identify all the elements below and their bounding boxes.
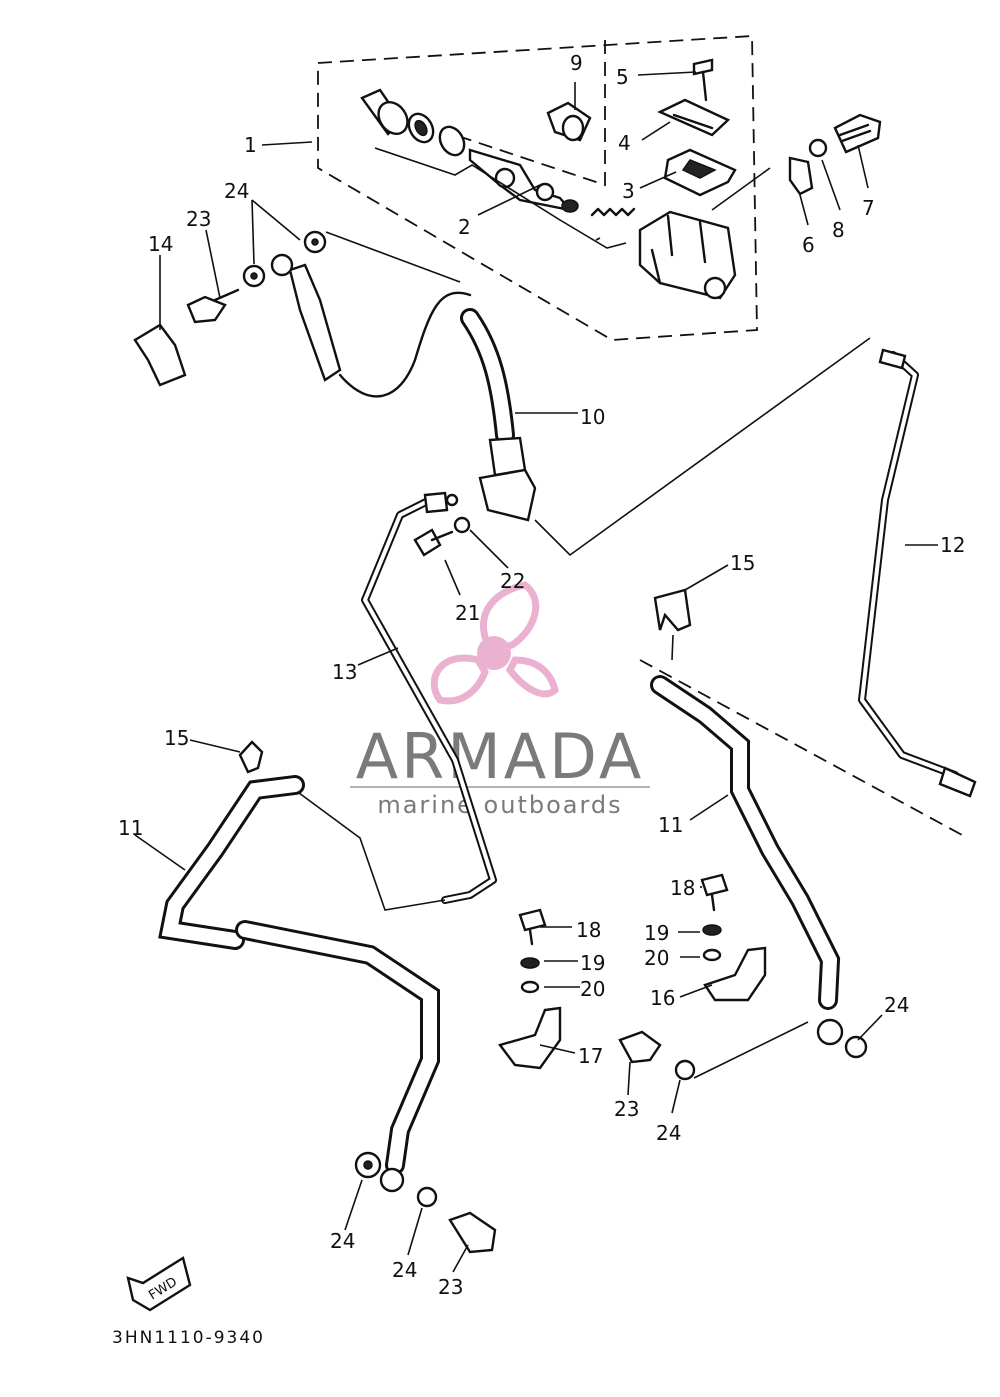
callout-8: 8 (832, 218, 845, 242)
callout-18-right: 18 (670, 876, 695, 900)
callout-5: 5 (616, 65, 629, 89)
callout-17: 17 (578, 1044, 603, 1068)
drawing-code: 3HN1110-9340 (112, 1328, 265, 1348)
callout-13: 13 (332, 660, 357, 684)
callout-11-right: 11 (658, 813, 683, 837)
brake-pipe-13 (294, 491, 497, 911)
brake-hose-10 (460, 308, 537, 522)
callout-19-right: 19 (644, 921, 669, 945)
callout-23-right: 23 (614, 1097, 639, 1121)
master-cylinder-assembly-frame (317, 35, 758, 341)
callout-24-bottom-b: 24 (392, 1258, 417, 1282)
callout-4: 4 (618, 131, 631, 155)
callout-19-left: 19 (580, 951, 605, 975)
brand-tagline: marine outboards (377, 791, 622, 819)
callout-24-right-b: 24 (884, 993, 909, 1017)
armada-logo (430, 581, 559, 705)
callout-6: 6 (802, 233, 815, 257)
master-cylinder-parts (133, 58, 882, 398)
brake-hose-11-right (639, 588, 963, 1059)
callout-18-left: 18 (576, 918, 601, 942)
callout-9: 9 (570, 51, 583, 75)
brake-pipe-12 (534, 337, 977, 798)
callout-23-bottom: 23 (438, 1275, 463, 1299)
callout-7: 7 (862, 196, 875, 220)
callout-15-left: 15 (164, 726, 189, 750)
callout-2: 2 (458, 215, 471, 239)
fwd-arrow: FWD (126, 1256, 192, 1312)
callout-12: 12 (940, 533, 965, 557)
callout-15-right: 15 (730, 551, 755, 575)
brake-hose-11-left (158, 740, 497, 1254)
callout-10: 10 (580, 405, 605, 429)
brand-name: ARMADA (356, 720, 644, 793)
callout-24-bottom-a: 24 (330, 1229, 355, 1253)
callout-21: 21 (455, 601, 480, 625)
leader-lines (134, 71, 938, 1273)
callout-20-left: 20 (580, 977, 605, 1001)
callout-3: 3 (622, 179, 635, 203)
callout-24-right-a: 24 (656, 1121, 681, 1145)
callout-labels: 1 2 3 4 5 6 7 8 9 10 11 11 12 13 14 15 1… (118, 51, 965, 1299)
callout-1: 1 (244, 133, 257, 157)
callout-20-right: 20 (644, 946, 669, 970)
callout-24-top: 24 (224, 179, 249, 203)
callout-16: 16 (650, 986, 675, 1010)
callout-22: 22 (500, 569, 525, 593)
callout-14: 14 (148, 232, 173, 256)
callout-11-left: 11 (118, 816, 143, 840)
lower-brackets (497, 873, 809, 1081)
callout-23-top: 23 (186, 207, 211, 231)
